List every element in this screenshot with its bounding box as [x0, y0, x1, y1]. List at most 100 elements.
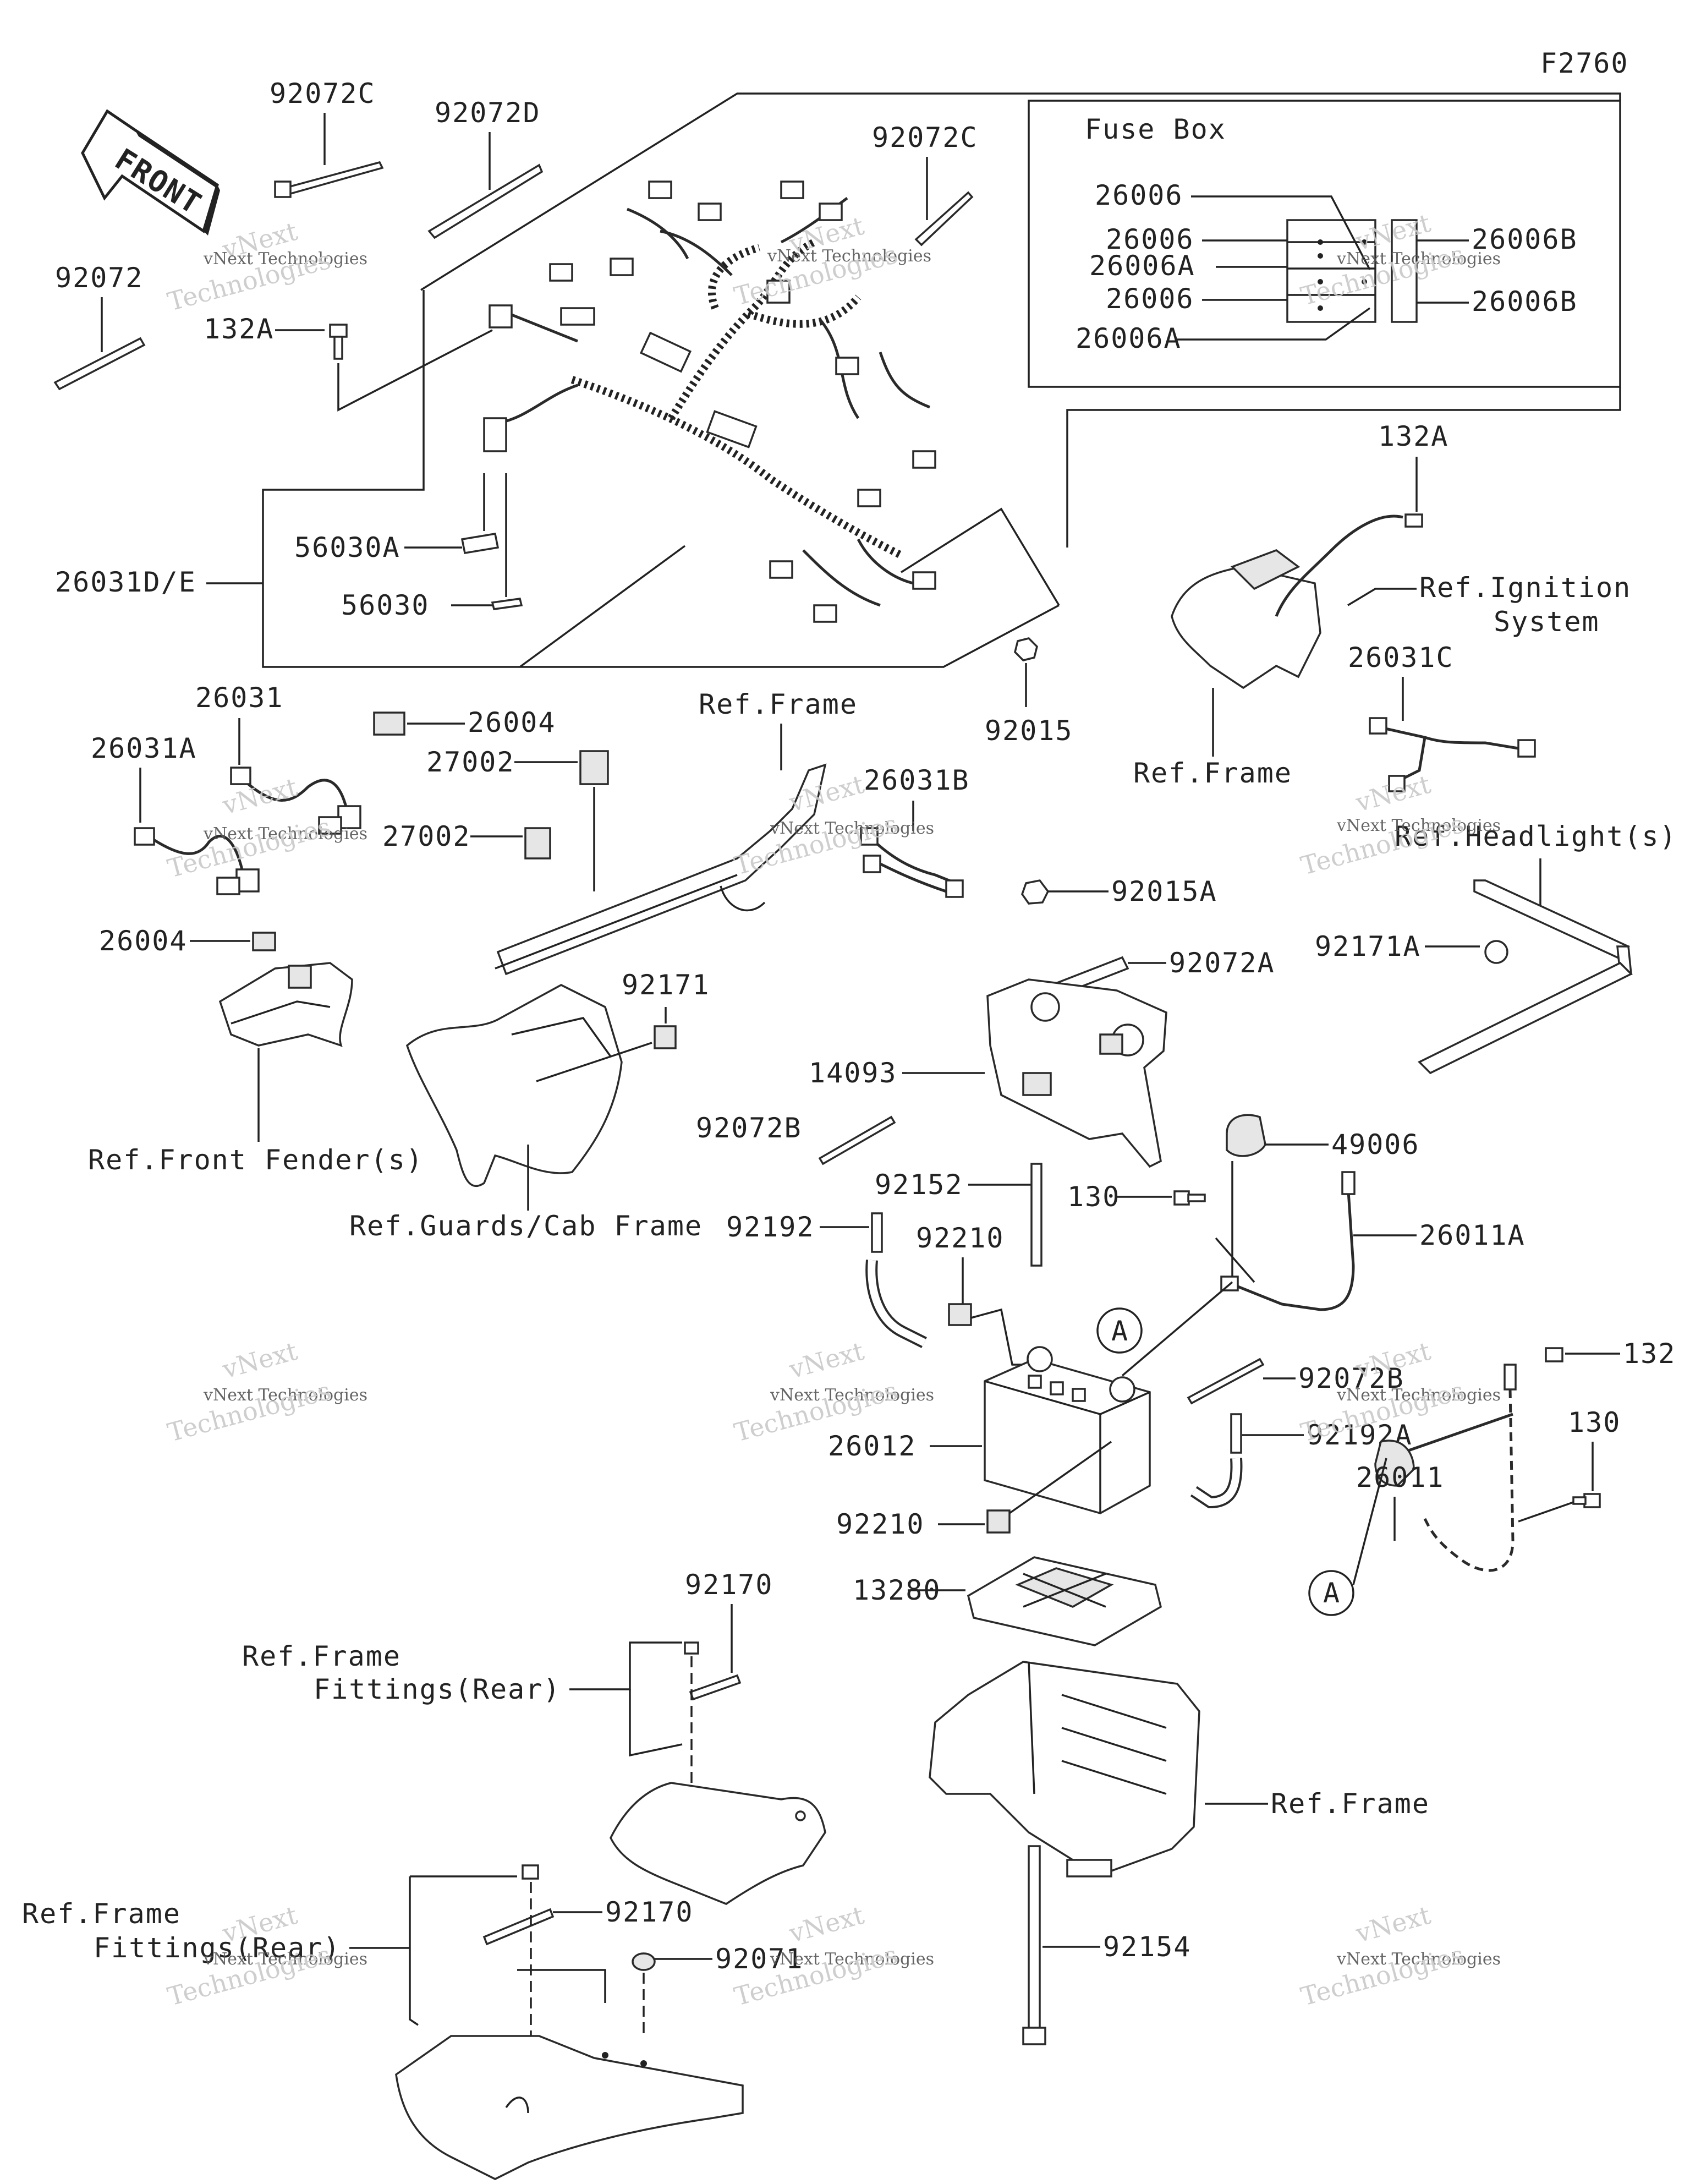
label-26031b: 26031B — [864, 764, 970, 796]
nut-92015a-icon — [1021, 879, 1050, 905]
fuse-label-26006-a: 26006 — [1095, 179, 1183, 211]
sub-harness-26031a-icon — [134, 827, 260, 895]
sub-harness-26031b-icon — [860, 827, 964, 898]
main-harness-icon — [483, 180, 936, 623]
label-132: 132 — [1623, 1338, 1676, 1370]
label-ref-ignition-2: System — [1494, 606, 1600, 638]
svg-text:vNext Technologies: vNext Technologies — [203, 1950, 367, 1969]
fuse-box-title: Fuse Box — [1085, 113, 1226, 145]
rod-92152-icon — [1030, 1163, 1042, 1267]
label-92170-a: 92170 — [685, 1569, 773, 1601]
label-56030a: 56030A — [294, 532, 400, 563]
label-ref-fittings-a1: Ref.Frame — [242, 1640, 401, 1672]
label-26031: 26031 — [195, 682, 284, 714]
long-cable-tie-icon — [53, 337, 146, 391]
fuse-label-26006-b: 26006 — [1106, 223, 1194, 255]
watermark-12: vNext vNext Technologies Technologies — [1298, 1900, 1501, 2012]
label-92072b-b: 92072B — [1298, 1362, 1404, 1394]
terminal-cover-92210-b-icon — [986, 1509, 1011, 1534]
label-92170-b: 92170 — [605, 1896, 694, 1928]
label-92171: 92171 — [622, 969, 710, 1001]
label-ref-guards: Ref.Guards/Cab Frame — [349, 1210, 703, 1242]
label-92210-a: 92210 — [916, 1222, 1005, 1254]
label-26011: 26011 — [1356, 1462, 1445, 1493]
label-27002-b: 27002 — [382, 820, 471, 852]
sub-harness-26031c-icon — [1369, 717, 1536, 792]
breather-tube-92192-icon — [865, 1212, 927, 1348]
rear-fitting-b-icon — [395, 2035, 744, 2180]
svg-text:vNext Technologies: vNext Technologies — [770, 1950, 934, 1969]
label-92072c-top: 92072C — [270, 78, 376, 110]
marker-a-upper-text: A — [1111, 1315, 1129, 1347]
label-ref-frame-right: Ref.Frame — [1271, 1788, 1430, 1820]
label-ref-front-fender: Ref.Front Fender(s) — [88, 1144, 424, 1176]
svg-text:vNext: vNext — [219, 1336, 301, 1384]
nut-92015-icon — [1014, 637, 1038, 661]
cable-tie-icon-2 — [914, 191, 974, 247]
label-49006: 49006 — [1331, 1129, 1420, 1161]
label-26011a: 26011A — [1419, 1219, 1526, 1251]
label-14093: 14093 — [809, 1057, 897, 1089]
watermark-1: vNext vNext Technologies Technologies — [164, 216, 367, 317]
svg-text:vNext: vNext — [786, 1336, 868, 1384]
fuse-label-26006-c: 26006 — [1106, 283, 1194, 315]
svg-text:vNext Technologies: vNext Technologies — [770, 1386, 934, 1405]
connector-26004-icon — [373, 711, 405, 736]
bolt-130-b-icon — [1572, 1493, 1601, 1508]
label-92072a: 92072A — [1169, 947, 1275, 979]
fuse-label-26006a-a: 26006A — [1089, 250, 1195, 282]
breather-tube-92192a-icon — [1190, 1413, 1243, 1509]
terminal-cover-92210-a-icon — [948, 1303, 972, 1326]
label-92015: 92015 — [985, 715, 1073, 747]
front-fender-bracket-icon — [218, 962, 353, 1047]
label-92072d: 92072D — [435, 97, 541, 129]
bolt-132a-icon — [1404, 513, 1423, 528]
frame-rail-top-icon — [495, 763, 827, 976]
cable-tie-icon — [274, 161, 384, 198]
marker-a-lower-text: A — [1323, 1577, 1341, 1609]
frame-bracket-right-icon — [1171, 514, 1403, 689]
label-ref-ignition-1: Ref.Ignition — [1419, 572, 1631, 604]
svg-text:vNext Technologies: vNext Technologies — [1336, 1386, 1501, 1405]
guards-cab-frame-icon — [405, 984, 623, 1187]
watermark-2: vNext vNext Technologies Technologies — [731, 211, 931, 311]
svg-text:vNext: vNext — [786, 1900, 868, 1948]
front-arrow-icon: FRONT — [81, 109, 220, 236]
label-ref-headlight: Ref.Headlight(s) — [1395, 820, 1677, 852]
fuse-label-26006a-b: 26006A — [1076, 322, 1182, 354]
svg-text:vNext Technologies: vNext Technologies — [767, 247, 931, 266]
label-132a-right: 132A — [1378, 420, 1448, 452]
svg-text:vNext Technologies: vNext Technologies — [1336, 816, 1501, 835]
battery-cable-26011-icon — [1374, 1364, 1517, 1572]
svg-text:vNext: vNext — [1352, 1900, 1434, 1948]
connector-26004-left-icon — [252, 932, 276, 951]
sub-harness-26031-icon — [230, 767, 361, 835]
battery-tray-13280-icon — [967, 1556, 1162, 1646]
diagram-code: F2760 — [1540, 47, 1629, 79]
marker-a-upper — [1096, 1307, 1143, 1354]
label-92071: 92071 — [715, 1943, 804, 1975]
fuse-label-26006b-b: 26006B — [1472, 286, 1578, 318]
battery-frame-icon — [929, 1661, 1200, 1878]
cable-tie-92072b-icon — [818, 1115, 896, 1165]
fuse-box-frame — [1028, 100, 1621, 388]
bolt-130-a-icon — [1173, 1190, 1206, 1206]
long-bolt-92154-icon — [1022, 1845, 1046, 2045]
strap-92170-b-icon — [482, 1864, 555, 1946]
rear-fitting-a-icon — [610, 1782, 826, 1905]
label-26031a: 26031A — [91, 732, 197, 764]
label-26031de: 26031D/E — [55, 566, 196, 598]
terminal-cap-49006-icon — [1226, 1114, 1266, 1157]
relay-27002-b-icon — [524, 827, 551, 860]
small-sticker-icon — [491, 598, 523, 610]
label-26012: 26012 — [828, 1430, 917, 1462]
watermark-6: vNext vNext Technologies Technologies — [1298, 769, 1501, 881]
label-26031c: 26031C — [1348, 642, 1454, 674]
nut-92071-icon — [632, 1952, 656, 1971]
label-92152: 92152 — [875, 1169, 963, 1201]
relay-27002-a-icon — [579, 750, 609, 785]
label-92154: 92154 — [1103, 1931, 1192, 1963]
clip-92171-icon — [654, 1025, 677, 1049]
fuse-label-26006b-a: 26006B — [1472, 223, 1578, 255]
